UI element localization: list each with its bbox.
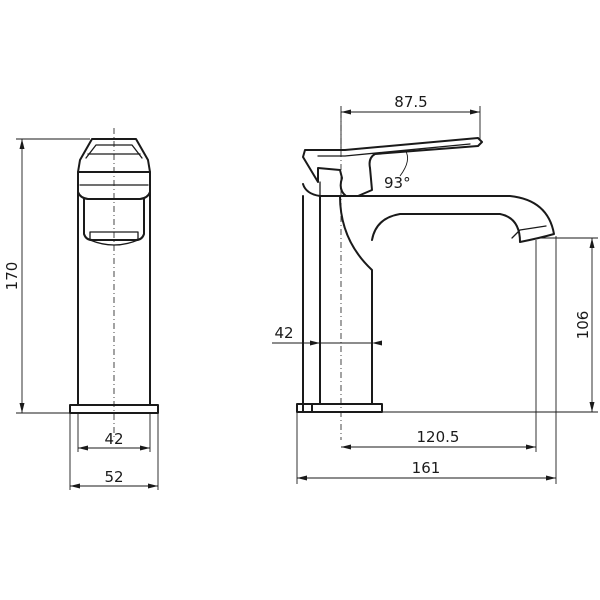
side-lever-handle [302, 137, 483, 197]
side-spout [371, 195, 555, 243]
arrow-head [19, 403, 25, 413]
side-spout-reach-label: 120.5 [417, 428, 460, 446]
arrow-head [589, 402, 595, 412]
side-lever-detail [317, 143, 471, 157]
front-body [77, 191, 151, 406]
side-collar [302, 183, 377, 197]
arrow-head [70, 483, 80, 489]
side-spout-height-label: 106 [574, 311, 592, 340]
arrow-head [341, 109, 351, 115]
arrow-head [341, 444, 351, 450]
side-body [302, 195, 321, 405]
arrow-head [78, 445, 88, 451]
arrow-head [526, 444, 536, 450]
side-angle-arc [399, 149, 409, 177]
front-spout-width-label: 42 [104, 430, 123, 448]
front-view: 170 42 52 [3, 128, 159, 490]
side-angle-label: 93° [384, 174, 411, 192]
arrow-head [589, 238, 595, 248]
side-handle-reach-label: 87.5 [394, 93, 427, 111]
arrow-head [148, 483, 158, 489]
arrow-head [470, 109, 480, 115]
side-overall-length-label: 161 [412, 459, 441, 477]
arrow-head [19, 139, 25, 149]
side-base [296, 403, 383, 413]
arrow-head [297, 475, 307, 481]
side-spout-outlet [511, 225, 547, 239]
front-height-label: 170 [3, 262, 21, 291]
arrow-head [546, 475, 556, 481]
side-view: 87.5 93° 42 106 120.5 161 [272, 93, 598, 484]
side-body-width-label: 42 [274, 324, 293, 342]
arrow-head [310, 340, 320, 346]
arrow-head [140, 445, 150, 451]
side-body-front [339, 195, 373, 405]
arrow-head [372, 340, 382, 346]
front-base-width-label: 52 [104, 468, 123, 486]
